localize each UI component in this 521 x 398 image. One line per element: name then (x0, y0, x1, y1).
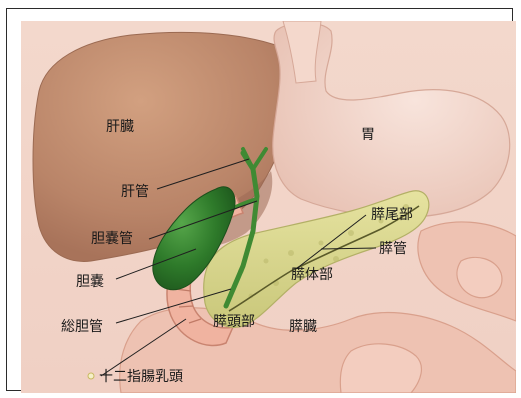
figure-frame: 肝臓 胃 肝管 胆嚢管 胆嚢 総胆管 膵尾部 膵管 膵体部 膵頭部 膵臓 十二指… (6, 8, 513, 391)
label-duodenal-papilla: 十二指腸乳頭 (99, 369, 183, 385)
papilla-marker (88, 373, 94, 379)
label-liver: 肝臓 (106, 119, 134, 135)
label-pancreatic-duct: 膵管 (379, 241, 407, 257)
label-hepatic-duct: 肝管 (121, 184, 149, 200)
label-gallbladder: 胆嚢 (76, 274, 104, 290)
label-stomach: 胃 (361, 127, 375, 143)
label-pancreas: 膵臓 (289, 319, 317, 335)
label-cystic-duct: 胆嚢管 (91, 231, 133, 247)
label-common-bile-duct: 総胆管 (61, 319, 103, 335)
label-pancreas-head: 膵頭部 (213, 314, 255, 330)
label-pancreas-body: 膵体部 (291, 267, 333, 283)
label-pancreas-tail: 膵尾部 (371, 207, 413, 223)
anatomy-illustration: 肝臓 胃 肝管 胆嚢管 胆嚢 総胆管 膵尾部 膵管 膵体部 膵頭部 膵臓 十二指… (21, 21, 516, 393)
